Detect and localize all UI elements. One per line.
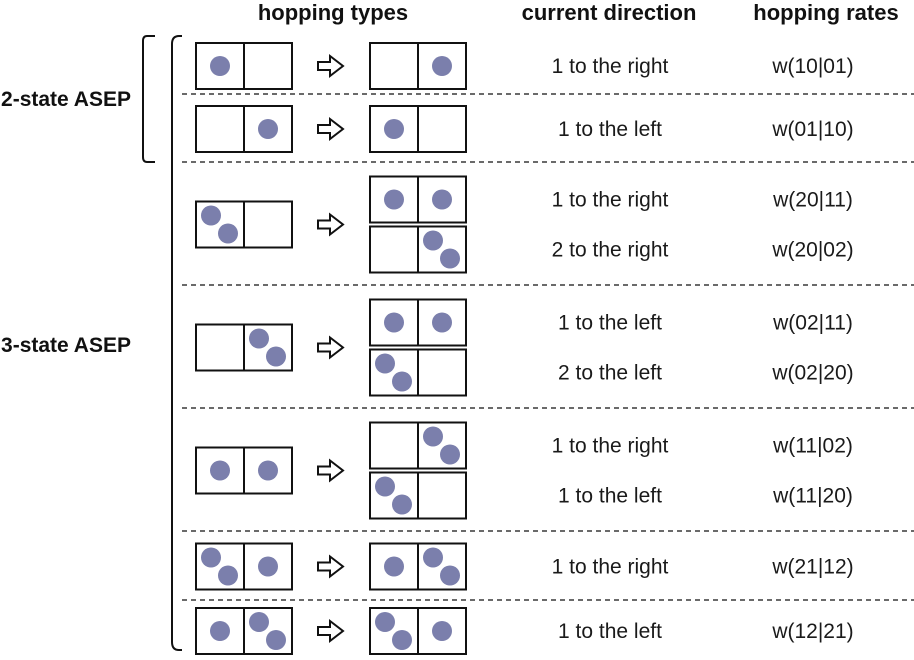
particle	[384, 312, 404, 333]
particle	[432, 189, 452, 210]
hopping-rate-label: w(02|11)	[772, 312, 853, 335]
particle	[210, 460, 230, 481]
final-configuration	[369, 105, 467, 153]
particle	[423, 547, 443, 568]
particle	[423, 230, 443, 251]
particle	[392, 630, 412, 650]
initial-configuration	[195, 542, 293, 591]
hopping-rate-label: w(01|10)	[771, 118, 853, 141]
hopping-rate-label: w(12|21)	[771, 620, 853, 643]
current-direction-label: 1 to the right	[552, 556, 669, 579]
particle	[258, 460, 278, 481]
particle	[392, 494, 412, 515]
group-label-3-state: 3-state ASEP	[1, 334, 131, 357]
current-direction-label: 2 to the right	[552, 239, 669, 262]
particle	[432, 56, 452, 76]
particle	[218, 223, 238, 244]
particle	[392, 371, 412, 392]
transition-arrow-icon	[317, 335, 345, 360]
bracket-3-state	[171, 35, 182, 651]
current-direction-label: 2 to the left	[558, 362, 662, 385]
particle	[384, 119, 404, 139]
current-direction-label: 1 to the left	[558, 118, 662, 141]
transition-arrow-icon	[317, 458, 345, 483]
hopping-rate-label: w(11|02)	[772, 435, 853, 458]
transition-arrow-icon	[317, 116, 345, 142]
hopping-rate-label: w(02|20)	[771, 362, 853, 385]
particle	[423, 426, 443, 447]
initial-configuration	[195, 42, 293, 90]
particle	[201, 205, 221, 226]
particle	[440, 444, 460, 465]
particle	[375, 612, 395, 632]
particle	[201, 547, 221, 568]
hopping-rate-label: w(10|01)	[771, 55, 853, 78]
current-direction-label: 1 to the right	[552, 189, 669, 212]
final-configuration	[369, 225, 467, 274]
current-direction-label: 1 to the left	[558, 485, 662, 508]
particle	[210, 56, 230, 76]
initial-configuration	[195, 607, 293, 655]
particle	[218, 565, 238, 586]
particle	[375, 353, 395, 374]
initial-configuration	[195, 105, 293, 153]
initial-configuration	[195, 323, 293, 372]
final-configuration	[369, 175, 467, 224]
final-configuration	[369, 298, 467, 347]
transition-arrow-icon	[317, 53, 345, 79]
current-direction-label: 1 to the right	[552, 55, 669, 78]
current-direction-label: 1 to the left	[558, 312, 662, 335]
transition-arrow-icon	[317, 212, 345, 237]
hopping-rate-label: w(21|12)	[771, 556, 853, 579]
header-hopping-types: hopping types	[258, 0, 408, 25]
header-current-direction: current direction	[522, 0, 697, 25]
particle	[258, 119, 278, 139]
particle	[432, 312, 452, 333]
initial-configuration	[195, 200, 293, 249]
initial-configuration	[195, 446, 293, 495]
hopping-rate-label: w(20|02)	[771, 239, 853, 262]
final-configuration	[369, 471, 467, 520]
transition-table: 1 to the right w(10|01) 1 to the left w(01|…	[182, 42, 914, 655]
transition-arrow-icon	[317, 554, 345, 579]
particle	[266, 346, 286, 367]
hopping-rate-label: w(20|11)	[772, 189, 853, 212]
particle	[440, 565, 460, 586]
final-configuration	[369, 607, 467, 655]
particle	[249, 328, 269, 349]
transition-arrow-icon	[317, 618, 345, 644]
particle	[384, 556, 404, 577]
particle	[258, 556, 278, 577]
group-label-2-state: 2-state ASEP	[1, 88, 131, 111]
current-direction-label: 1 to the left	[558, 620, 662, 643]
current-direction-label: 1 to the right	[552, 435, 669, 458]
hopping-rate-label: w(11|20)	[772, 485, 853, 508]
particle	[210, 621, 230, 641]
particle	[266, 630, 286, 650]
particle	[249, 612, 269, 632]
header-hopping-rates: hopping rates	[753, 0, 898, 25]
final-configuration	[369, 542, 467, 591]
final-configuration	[369, 348, 467, 397]
final-configuration	[369, 42, 467, 90]
bracket-2-state	[142, 35, 155, 163]
particle	[440, 248, 460, 269]
particle	[375, 476, 395, 497]
particle	[432, 621, 452, 641]
final-configuration	[369, 421, 467, 470]
particle	[384, 189, 404, 210]
